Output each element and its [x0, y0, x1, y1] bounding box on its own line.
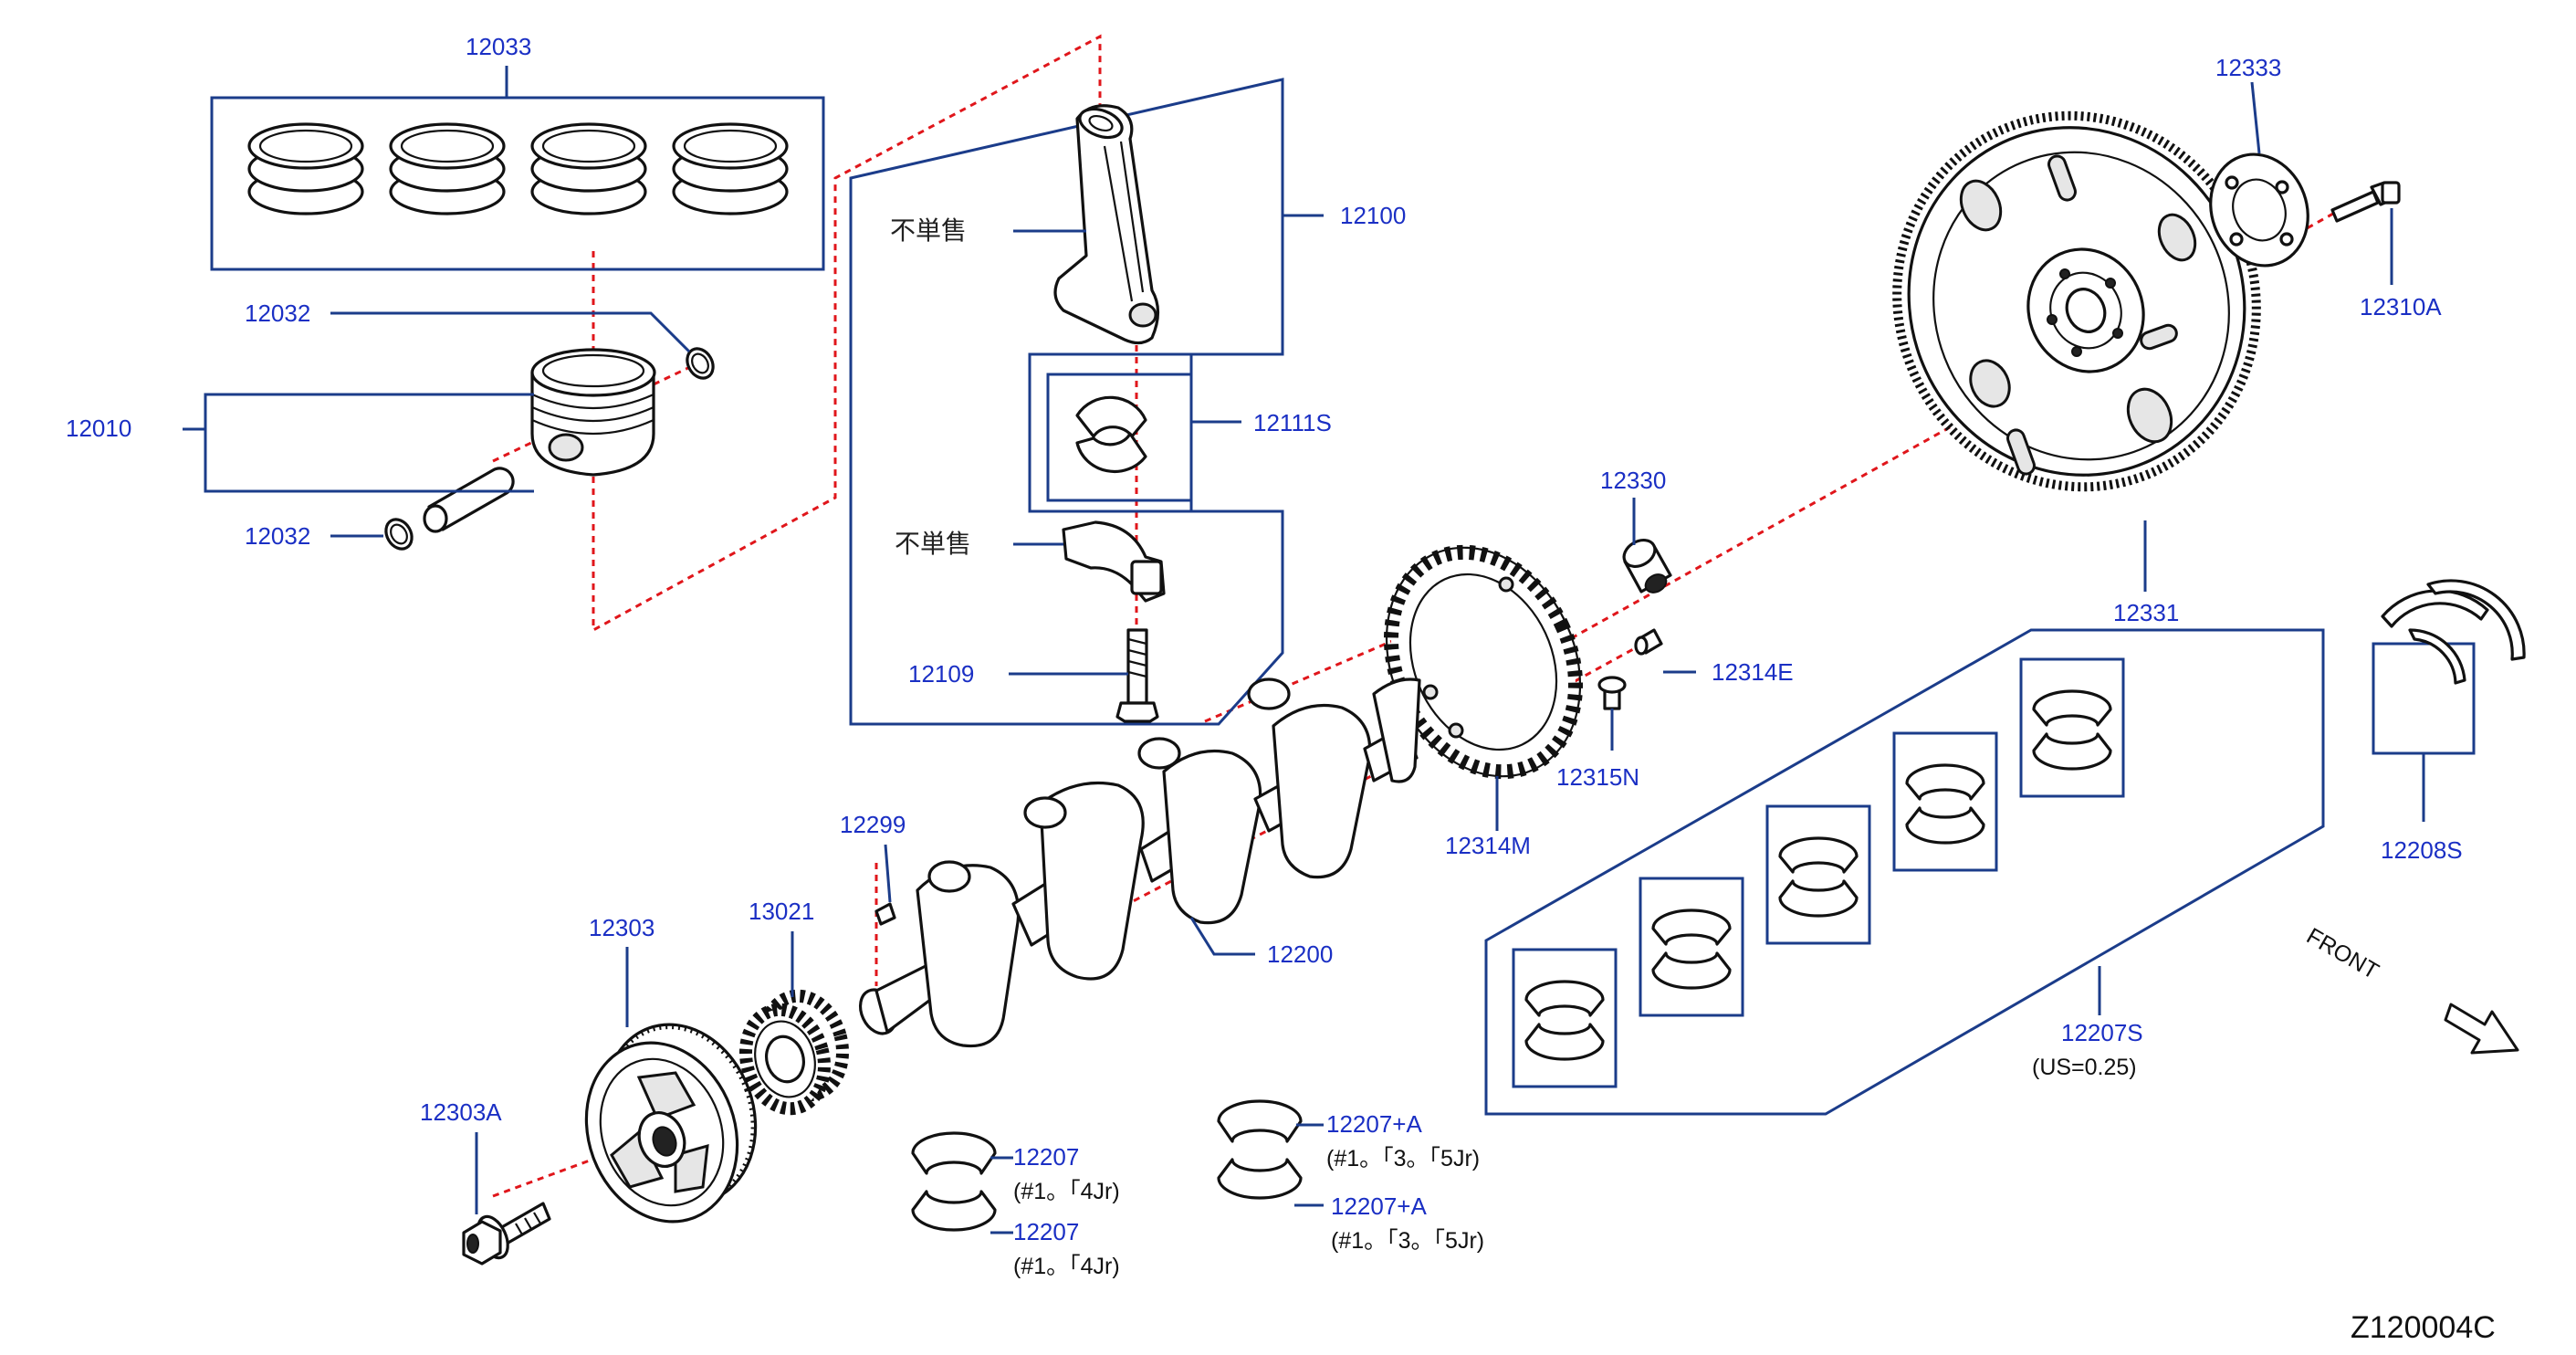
piston-ring-set-2: [389, 122, 506, 215]
connecting-rod-bolt[interactable]: [1115, 628, 1159, 723]
label-12303A[interactable]: 12303A: [420, 1098, 502, 1126]
bearing-set-box-2: [1639, 877, 1744, 1017]
woodruff-key[interactable]: [874, 902, 896, 926]
front-arrow-icon: [2444, 1003, 2519, 1055]
label-12109[interactable]: 12109: [908, 660, 974, 688]
label-12207A-a[interactable]: 12207+A: [1326, 1110, 1422, 1138]
main-bearing-lower[interactable]: [911, 1190, 997, 1232]
pilot-bushing[interactable]: [1619, 535, 1672, 596]
front-label: FRONT: [2302, 923, 2383, 984]
leaders-pin-bolt: [1610, 670, 1696, 751]
thrust-washers-group[interactable]: [2372, 579, 2526, 755]
piston[interactable]: [530, 348, 656, 477]
label-12207A-b[interactable]: 12207+A: [1331, 1192, 1427, 1220]
bearing-set-box-5: [2019, 657, 2125, 798]
drive-plate-leaders: [2143, 81, 2393, 592]
label-12314M[interactable]: 12314M: [1445, 832, 1531, 859]
label-12207A-a-note: (#1。「3。「5Jr): [1326, 1146, 1480, 1171]
label-12207S-note: (US=0.25): [2032, 1055, 2137, 1080]
label-12207-a-note: (#1。「4Jr): [1013, 1179, 1120, 1204]
label-12299[interactable]: 12299: [840, 811, 906, 838]
label-12208S[interactable]: 12208S: [2381, 836, 2463, 864]
main-bearing-a-upper[interactable]: [1217, 1099, 1303, 1143]
label-12207-b[interactable]: 12207: [1013, 1218, 1079, 1245]
label-12100[interactable]: 12100: [1340, 202, 1406, 229]
label-12333[interactable]: 12333: [2215, 54, 2281, 81]
not-sold-separately-rod: 不単售: [890, 215, 967, 246]
connecting-rod[interactable]: [1053, 104, 1160, 345]
diagram-code: Z120004C: [2351, 1310, 2496, 1345]
leader-12299: [884, 844, 892, 903]
label-12303[interactable]: 12303: [589, 914, 654, 941]
connecting-rod-cap[interactable]: [1062, 520, 1166, 603]
label-12032-bottom[interactable]: 12032: [245, 522, 310, 550]
snap-ring-top[interactable]: [682, 344, 718, 383]
main-bearing-a-lower[interactable]: [1217, 1158, 1303, 1200]
label-12310A[interactable]: 12310A: [2360, 293, 2442, 320]
signal-plate-bolt[interactable]: [1597, 676, 1627, 710]
piston-ring-set-3: [530, 122, 647, 215]
connecting-rod-bearing[interactable]: [1075, 395, 1147, 474]
piston-ring-set-4: [672, 122, 789, 215]
conrod-leaders: [1009, 214, 1324, 676]
label-12331[interactable]: 12331: [2113, 599, 2179, 626]
main-bearing-set-group[interactable]: [1484, 628, 2325, 1116]
dowel-pin[interactable]: [1634, 628, 1663, 656]
label-12200[interactable]: 12200: [1267, 940, 1333, 968]
label-12314E[interactable]: 12314E: [1712, 658, 1794, 686]
label-12330[interactable]: 12330: [1600, 467, 1666, 494]
crankshaft-sprocket[interactable]: [735, 987, 853, 1118]
label-12032-top[interactable]: 12032: [245, 299, 310, 327]
piston-leaders: [183, 311, 691, 538]
crankshaft-pulley-bolt[interactable]: [462, 1202, 551, 1266]
not-sold-separately-cap: 不単售: [895, 529, 971, 559]
bearing-set-box-3: [1765, 804, 1871, 945]
label-12033[interactable]: 12033: [466, 33, 531, 60]
connecting-rod-group: [849, 78, 1284, 726]
snap-ring-bottom[interactable]: [381, 515, 417, 553]
bearing-set-box-1: [1512, 948, 1618, 1088]
label-12207A-b-note: (#1。「3。「5Jr): [1331, 1228, 1484, 1254]
label-12207-b-note: (#1。「4Jr): [1013, 1254, 1120, 1279]
main-bearing-upper[interactable]: [911, 1131, 997, 1175]
label-12111S[interactable]: 12111S: [1253, 409, 1332, 436]
label-12207-a[interactable]: 12207: [1013, 1143, 1079, 1171]
crankshaft[interactable]: [853, 678, 1421, 1048]
front-direction-indicator: FRONT: [2302, 923, 2519, 1055]
drive-plate[interactable]: [1837, 57, 2318, 546]
drive-plate-bolt[interactable]: [2330, 181, 2401, 223]
piston-pin[interactable]: [423, 467, 515, 533]
bearing-set-box-4: [1892, 731, 1998, 872]
label-13021[interactable]: 13021: [749, 898, 814, 925]
drive-plate-reinforcement[interactable]: [2195, 141, 2323, 279]
crankshaft-pulley[interactable]: [562, 1003, 780, 1244]
label-12315N[interactable]: 12315N: [1556, 763, 1639, 791]
piston-rings-group[interactable]: 12033: [210, 33, 825, 271]
piston-ring-set-1: [247, 122, 364, 215]
label-12207S[interactable]: 12207S: [2061, 1019, 2143, 1046]
leader-12200: [1189, 917, 1255, 956]
label-12010[interactable]: 12010: [66, 415, 131, 442]
